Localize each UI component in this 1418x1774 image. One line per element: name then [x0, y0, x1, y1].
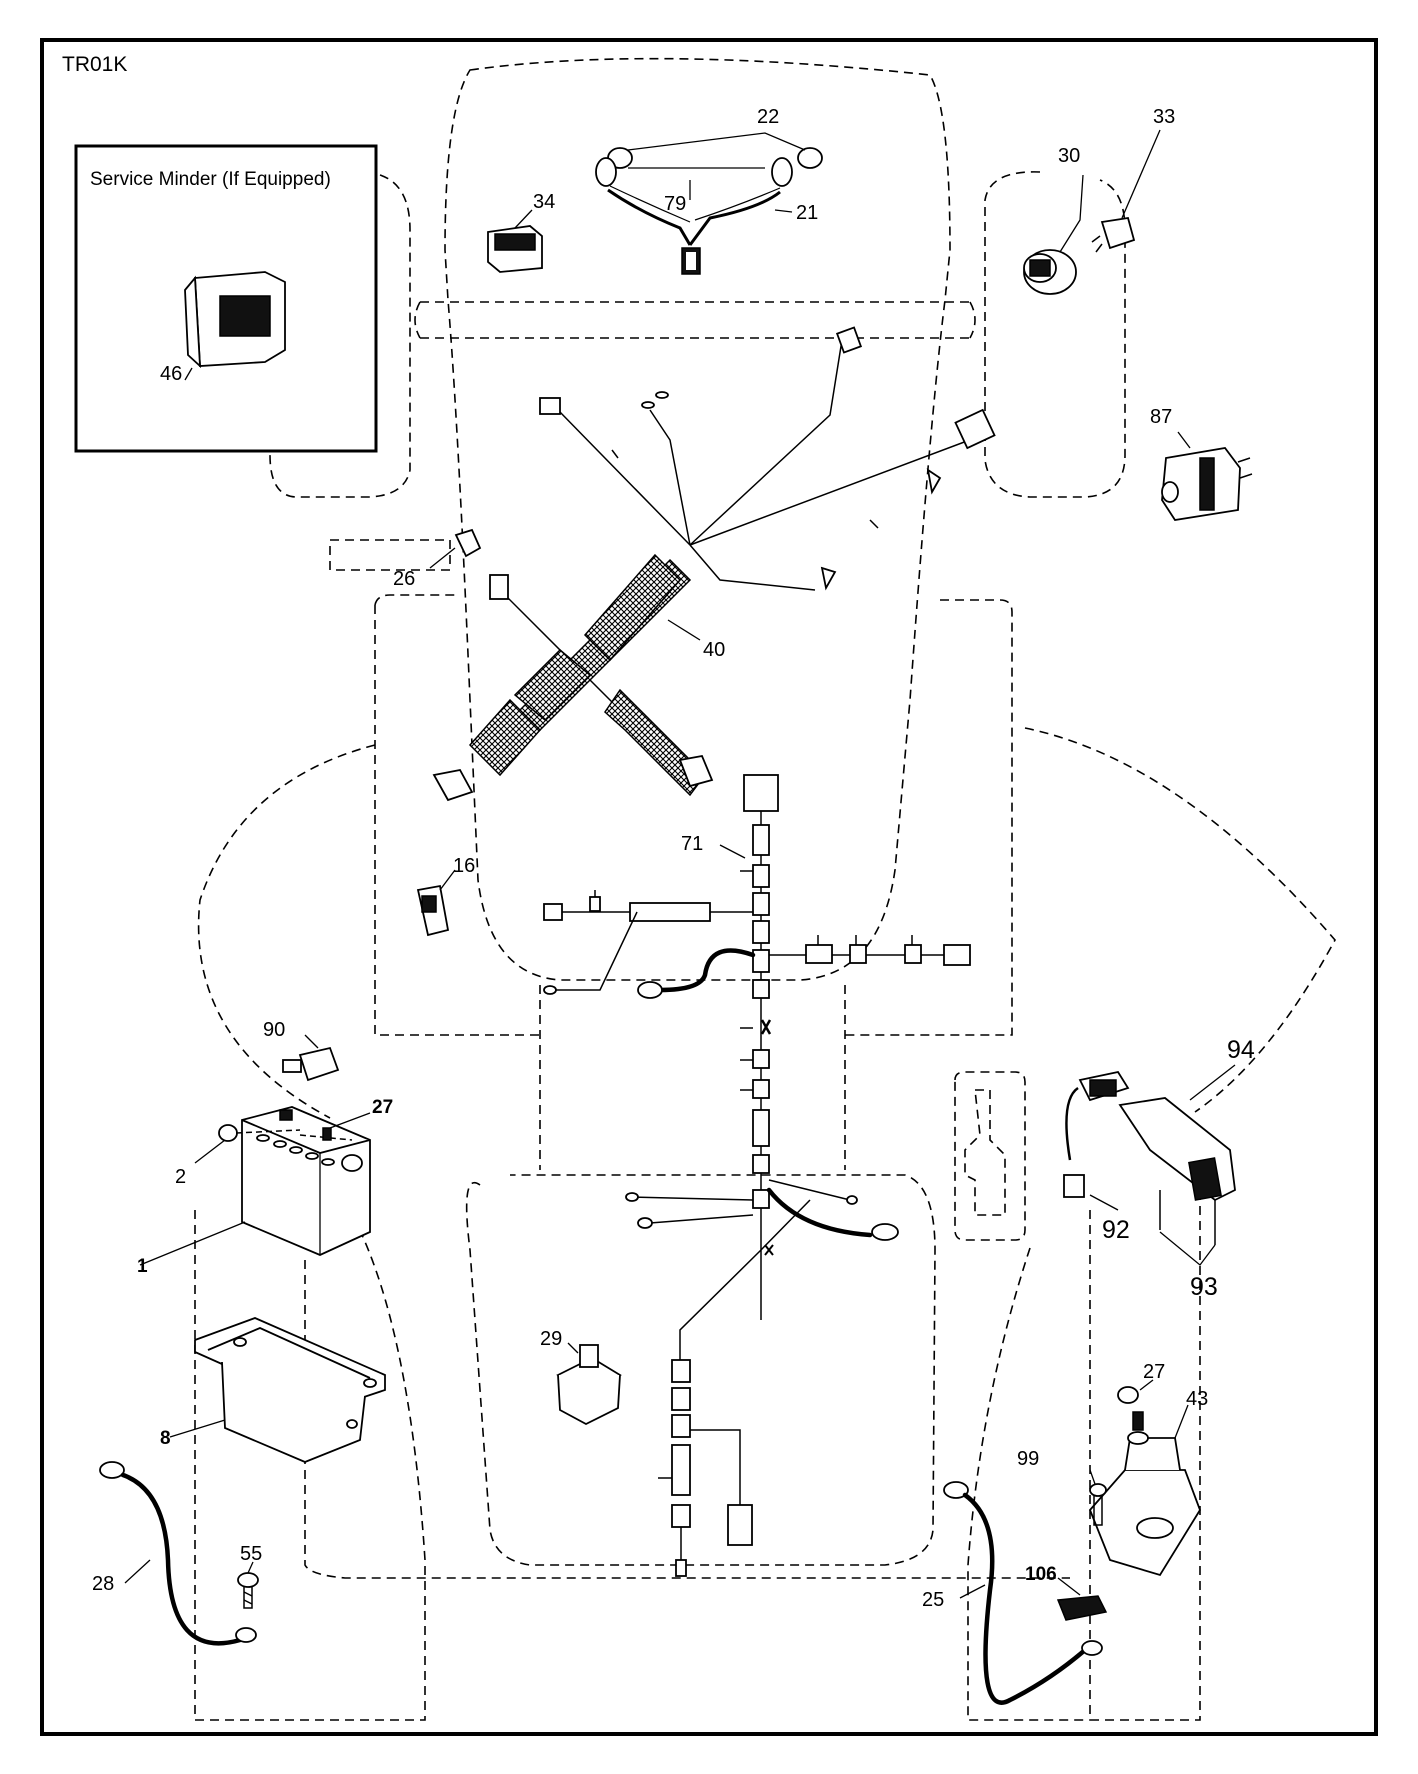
tractor-outline [194, 57, 1336, 1721]
callout-99: 99 [1017, 1448, 1039, 1470]
washer-icon [1117, 1379, 1154, 1404]
interlock-module-icon [1063, 1064, 1236, 1266]
callout-22: 22 [757, 106, 779, 128]
service-minder-inset: Service Minder (If Equipped) 46 [74, 144, 378, 453]
callout-27-battery: 27 [372, 1097, 393, 1118]
callout-87: 87 [1150, 406, 1172, 428]
callout-106: 106 [1025, 1564, 1057, 1585]
seat-switch-icon [416, 869, 456, 937]
starter-solenoid-icon [1088, 1411, 1201, 1577]
callout-93: 93 [1190, 1273, 1218, 1301]
diagram-border [40, 38, 1378, 1736]
callout-79: 79 [664, 193, 686, 215]
callout-28: 28 [92, 1573, 114, 1595]
bolt-icon [194, 1124, 353, 1164]
rocker-switch-icon [487, 209, 543, 273]
callout-21: 21 [796, 202, 818, 224]
brake-switch-icon [556, 1342, 622, 1426]
callout-30: 30 [1058, 145, 1080, 167]
callout-25: 25 [922, 1589, 944, 1611]
wire-clip-icon [1056, 1577, 1108, 1621]
callout-43: 43 [1186, 1388, 1208, 1410]
inset-title: Service Minder (If Equipped) [90, 169, 331, 190]
callout-55: 55 [240, 1543, 262, 1565]
solenoid-plug-icon [282, 1034, 340, 1082]
pto-switch-icon [1161, 431, 1253, 521]
callout-27-solenoid: 27 [1143, 1361, 1165, 1383]
fuse-icon [429, 528, 482, 569]
service-minder-display-icon [184, 271, 286, 381]
positive-cable-icon [943, 1481, 1103, 1705]
callout-26: 26 [393, 568, 415, 590]
ignition-switch-icon [1023, 174, 1084, 295]
callout-94: 94 [1227, 1036, 1255, 1064]
callout-1: 1 [137, 1256, 148, 1277]
callout-16: 16 [453, 855, 475, 877]
screw-icon [237, 1561, 259, 1609]
callout-46: 46 [160, 363, 182, 385]
negative-cable-icon [99, 1461, 257, 1646]
callout-29: 29 [540, 1328, 562, 1350]
nut-icon [322, 1112, 371, 1141]
callout-33: 33 [1153, 106, 1175, 128]
diagram-code: TR01K [62, 53, 127, 76]
relay-icon [1091, 129, 1161, 253]
main-wire-harness-icon [432, 326, 996, 802]
bolt-solenoid-icon [1089, 1469, 1107, 1526]
battery-tray-icon [194, 1317, 386, 1463]
battery-icon [241, 1106, 371, 1256]
callout-92: 92 [1102, 1216, 1130, 1244]
callout-2: 2 [175, 1166, 186, 1188]
callout-71: 71 [681, 833, 703, 855]
callout-90: 90 [263, 1019, 285, 1041]
chassis-wire-harness-icon [543, 774, 971, 1577]
callout-34: 34 [533, 191, 555, 213]
callout-40: 40 [703, 639, 725, 661]
headlight-assembly-icon [595, 147, 823, 275]
callout-8: 8 [160, 1428, 171, 1449]
